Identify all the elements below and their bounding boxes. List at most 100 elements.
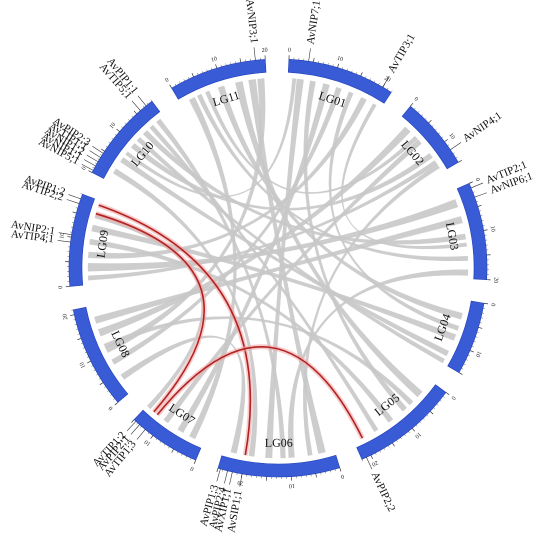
tick-mark xyxy=(114,134,117,136)
gene-tick xyxy=(229,471,233,485)
tick-mark xyxy=(471,345,474,347)
tick-mark xyxy=(332,64,334,67)
tick-mark xyxy=(107,390,109,393)
tick-mark xyxy=(87,360,92,364)
tick-mark xyxy=(428,119,432,124)
tick-mark xyxy=(378,82,380,85)
gene-tick xyxy=(66,199,80,204)
tick-mark xyxy=(419,421,422,424)
synteny-link xyxy=(156,118,286,459)
tick-mark xyxy=(84,351,87,354)
synteny-link xyxy=(196,93,469,262)
tick-mark xyxy=(439,400,442,402)
tick-mark xyxy=(476,331,479,333)
tick-label: 0 xyxy=(413,96,419,103)
tick-mark xyxy=(93,369,96,372)
tick-mark xyxy=(473,341,476,343)
gene-tick xyxy=(224,470,228,484)
ideogram-lg06 xyxy=(217,454,341,478)
gene-tick xyxy=(130,424,140,435)
tick-mark xyxy=(171,448,174,453)
tick-mark xyxy=(76,328,79,330)
tick-mark xyxy=(414,107,416,110)
gene-tick xyxy=(253,47,256,61)
tick-label: 0 xyxy=(58,285,64,289)
tick-mark xyxy=(477,204,482,207)
tick-label: 20 xyxy=(62,313,69,320)
tick-mark xyxy=(334,469,336,472)
tick-mark xyxy=(174,83,177,86)
tick-mark xyxy=(75,207,78,209)
tick-mark xyxy=(179,81,181,84)
tick-mark xyxy=(423,418,425,420)
gene-label: AvNIP3;1 xyxy=(243,0,260,44)
gene-tick xyxy=(239,473,243,487)
tick-mark xyxy=(429,411,434,415)
ideogram-lg02 xyxy=(401,105,459,170)
tick-label: 0 xyxy=(340,473,345,480)
tick-mark xyxy=(183,79,185,82)
tick-mark xyxy=(116,128,120,132)
tick-mark xyxy=(185,455,187,458)
tick-mark xyxy=(415,424,418,427)
tick-mark xyxy=(435,128,437,131)
tick-mark xyxy=(370,455,373,459)
tick-mark xyxy=(91,365,94,367)
tick-mark xyxy=(147,432,150,435)
tick-mark xyxy=(424,117,427,120)
tick-mark xyxy=(169,84,172,89)
tick-mark xyxy=(461,368,464,370)
synteny-link xyxy=(163,139,422,424)
tick-mark xyxy=(386,87,389,90)
tick-mark xyxy=(201,71,203,74)
gene-tick xyxy=(136,429,146,440)
tick-label: 0 xyxy=(288,48,291,54)
gray-synteny-links xyxy=(87,78,469,459)
tick-mark xyxy=(181,453,183,456)
synteny-link xyxy=(303,164,440,456)
tick-label: 0 xyxy=(489,303,495,307)
tick-label: 10 xyxy=(289,482,295,488)
tick-mark xyxy=(100,154,103,156)
tick-mark xyxy=(193,459,197,464)
tick-mark xyxy=(82,347,85,349)
ideogram-lg10 xyxy=(91,100,161,179)
synteny-link xyxy=(111,87,342,365)
tick-mark xyxy=(190,458,192,461)
ideogram-lg09 xyxy=(68,193,96,287)
gene-label: AvNIP7;1 xyxy=(305,0,323,45)
tick-mark xyxy=(392,442,395,447)
ideogram-lg05 xyxy=(356,384,447,460)
tick-mark xyxy=(131,115,134,118)
synteny-link xyxy=(136,137,445,364)
tick-mark xyxy=(472,191,475,193)
chromosome-label-lg09: LG09 xyxy=(94,229,112,259)
tick-label: 0 xyxy=(190,465,195,472)
tick-mark xyxy=(80,342,84,344)
tick-mark xyxy=(441,136,444,139)
tick-mark xyxy=(436,403,439,406)
tick-label: 0 xyxy=(81,166,88,171)
synteny-link xyxy=(130,143,433,211)
tick-mark xyxy=(452,152,455,155)
gene-label: AvPIP2;2 xyxy=(369,470,398,514)
tick-mark xyxy=(315,473,317,478)
tick-mark xyxy=(146,102,149,105)
tick-mark xyxy=(77,333,80,335)
tick-mark xyxy=(411,428,415,432)
tick-mark xyxy=(476,200,479,202)
tick-label: 10 xyxy=(474,350,482,358)
ideogram-lg11 xyxy=(171,59,267,100)
tick-mark xyxy=(479,210,482,212)
gene-tick xyxy=(57,240,71,243)
tick-mark xyxy=(101,148,105,152)
gene-tick xyxy=(89,150,101,158)
gene-label: AvTIP4;1 xyxy=(10,228,54,245)
gene-label: AvNIP4;1 xyxy=(461,110,504,145)
synteny-link xyxy=(217,85,463,320)
tick-mark xyxy=(339,467,342,472)
ideogram-lg04 xyxy=(447,300,485,373)
synteny-link xyxy=(87,199,459,272)
tick-mark xyxy=(346,68,348,71)
